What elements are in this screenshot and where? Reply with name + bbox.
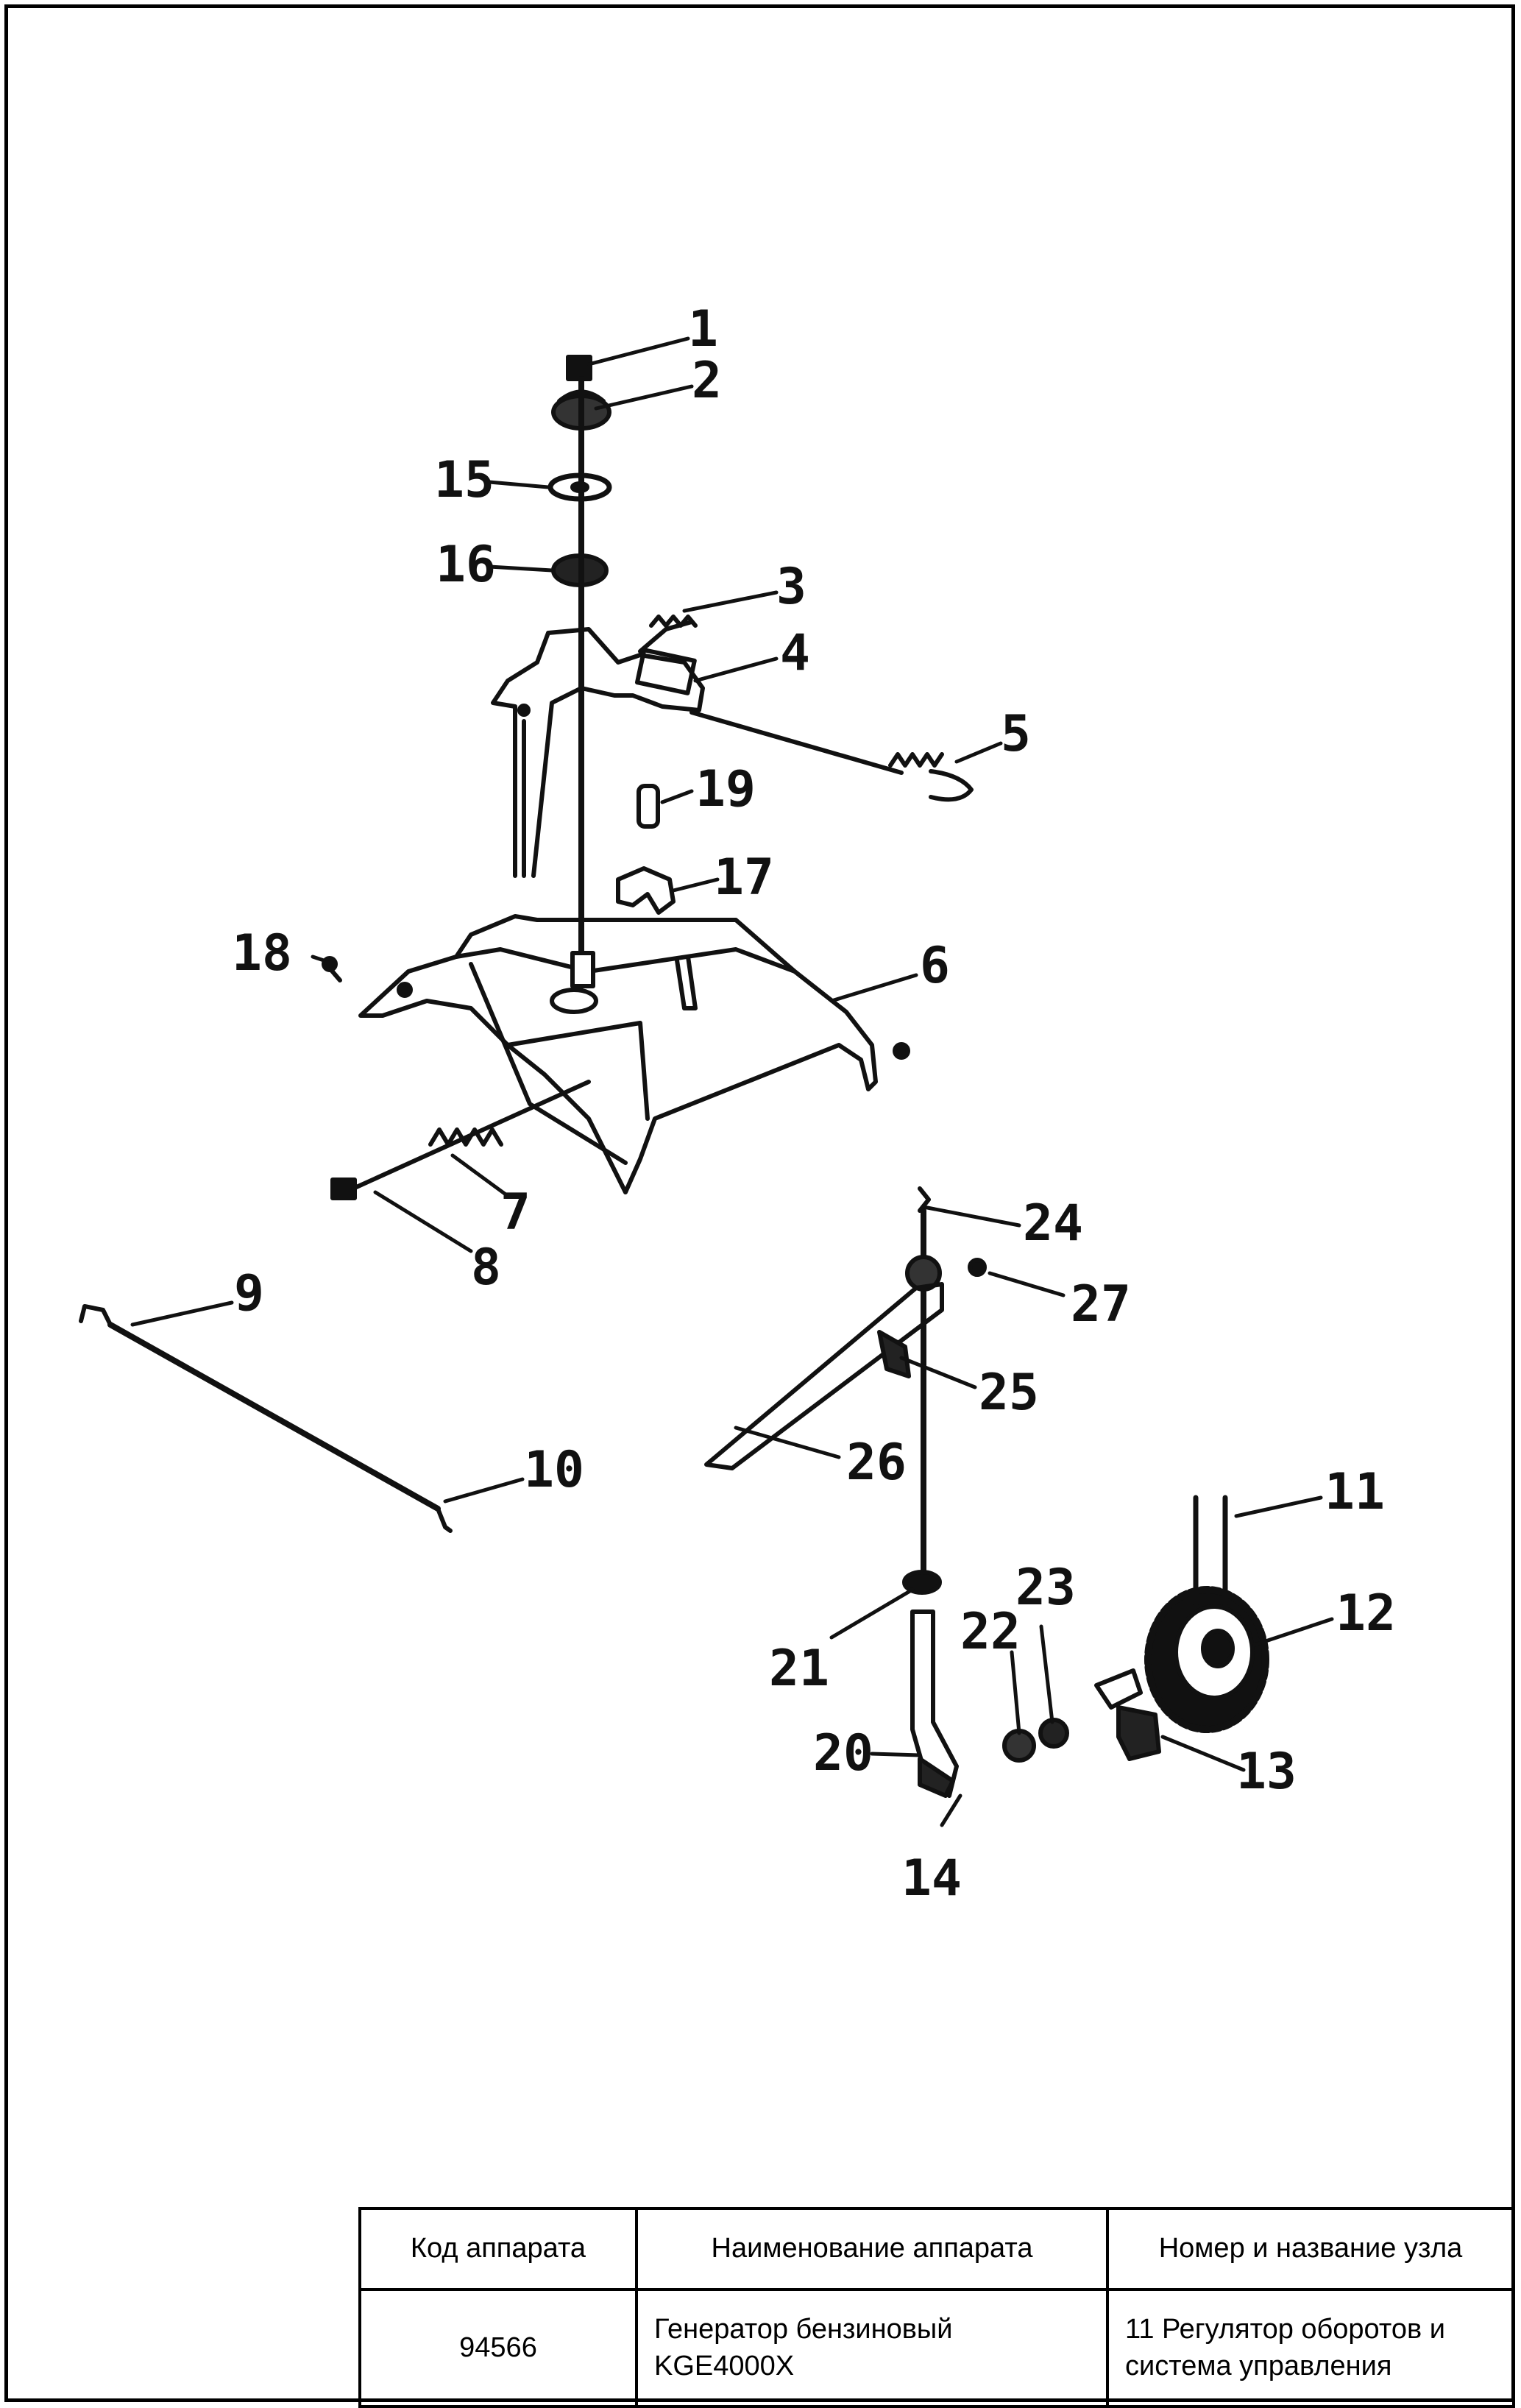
callout-21: 21 <box>769 1640 829 1698</box>
unit-name-line-1: 11 Регулятор оборотов и <box>1125 2314 1445 2345</box>
callout-labels: 1 2 3 4 5 6 7 8 9 10 11 12 13 14 15 16 1… <box>232 300 1396 1908</box>
apparatus-name-line-2: KGE4000X <box>654 2350 795 2382</box>
callout-1: 1 <box>688 300 718 358</box>
callout-18: 18 <box>232 924 292 982</box>
callout-14: 14 <box>901 1849 962 1908</box>
header-apparatus-name: Наименование аппарата <box>635 2207 1109 2291</box>
header-apparatus-code: Код аппарата <box>358 2207 638 2291</box>
callout-7: 7 <box>500 1183 531 1242</box>
clip-17 <box>616 866 676 915</box>
leader-lines <box>130 336 1334 1827</box>
callout-16: 16 <box>436 536 496 594</box>
header-unit-name: Номер и название узла <box>1106 2207 1515 2291</box>
callout-23: 23 <box>1015 1559 1076 1617</box>
callout-9: 9 <box>234 1264 264 1322</box>
title-block: Код аппарата Наименование аппарата Номер… <box>358 2207 1515 2408</box>
washer-22-23 <box>1002 1718 1069 1763</box>
title-block-value-row: 94566 Генератор бензиновый KGE4000X 11 Р… <box>358 2288 1515 2408</box>
upper-shaft-assembly <box>547 355 612 989</box>
callout-20: 20 <box>813 1724 873 1782</box>
callout-19: 19 <box>695 760 756 818</box>
callout-12: 12 <box>1336 1584 1396 1643</box>
callout-13: 13 <box>1236 1743 1297 1801</box>
apparatus-name-line-1: Генератор бензиновый <box>654 2314 953 2345</box>
callout-2: 2 <box>692 352 722 410</box>
callout-6: 6 <box>920 937 950 995</box>
title-block-header-row: Код аппарата Наименование аппарата Номер… <box>358 2207 1515 2291</box>
governor-rod-9-10 <box>79 1304 453 1533</box>
lower-lever-14-20-21 <box>902 1570 959 1798</box>
callout-4: 4 <box>780 624 810 682</box>
callout-5: 5 <box>1001 705 1031 763</box>
callout-27: 27 <box>1071 1275 1131 1334</box>
callout-26: 26 <box>846 1434 907 1492</box>
apparatus-name: Генератор бензиновый KGE4000X <box>635 2288 1109 2408</box>
callout-17: 17 <box>714 849 774 907</box>
callout-11: 11 <box>1325 1463 1385 1521</box>
unit-name: 11 Регулятор оборотов и система управлен… <box>1106 2288 1515 2408</box>
governor-arm-bracket <box>491 620 705 878</box>
callout-10: 10 <box>524 1441 584 1499</box>
governor-gear-12 <box>1144 1495 1269 1733</box>
apparatus-code: 94566 <box>358 2288 638 2408</box>
holder-13 <box>1094 1668 1161 1761</box>
screw-18 <box>322 956 342 982</box>
callout-3: 3 <box>776 558 806 616</box>
pin-19 <box>637 784 660 829</box>
callout-15: 15 <box>434 451 494 509</box>
unit-name-line-2: система управления <box>1125 2350 1392 2382</box>
throttle-rod-5 <box>689 710 974 802</box>
callout-22: 22 <box>960 1603 1021 1661</box>
bolt-8-spring-7 <box>330 1080 591 1200</box>
spring-3 <box>649 615 698 628</box>
callout-8: 8 <box>471 1239 501 1297</box>
base-frame-6 <box>358 914 910 1194</box>
callout-24: 24 <box>1023 1194 1083 1253</box>
exploded-parts-diagram: 1 2 3 4 5 6 7 8 9 10 11 12 13 14 15 16 1… <box>79 300 1396 1908</box>
callout-25: 25 <box>979 1364 1039 1422</box>
lower-shaft-assembly <box>704 1186 987 1578</box>
